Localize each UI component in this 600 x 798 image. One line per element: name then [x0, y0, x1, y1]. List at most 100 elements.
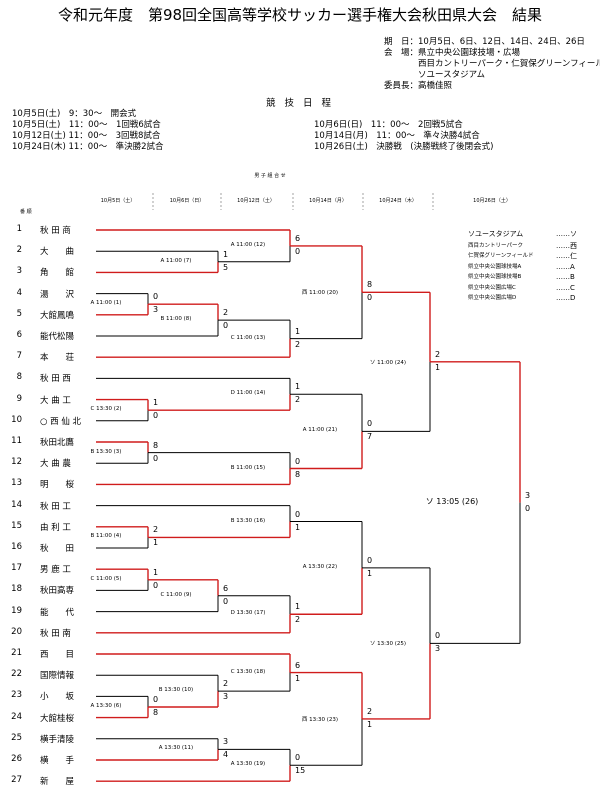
score-bottom: 0	[525, 503, 531, 513]
team-number: 18	[11, 584, 22, 595]
score-bottom: 1	[295, 522, 301, 532]
score-top: 6	[295, 233, 301, 243]
team-number: 14	[11, 499, 22, 510]
score-bottom: 0	[153, 580, 159, 590]
match-label: A 13:30 (19)	[229, 761, 267, 768]
team-name: 大 曲 農	[40, 459, 71, 470]
match-label: C 13:30 (18)	[229, 668, 267, 675]
legend-row: 西目カントリーパーク……西	[468, 241, 583, 252]
team-number: 20	[11, 626, 22, 637]
schedule-item: 10月24日(木) 11：00～ 準決勝2試合	[12, 142, 164, 152]
match-label: A 11:00 (12)	[229, 241, 267, 248]
match-label: D 13:30 (17)	[229, 610, 267, 617]
team-number: 23	[11, 690, 22, 701]
score-top: 2	[153, 525, 159, 535]
bracket-small-title: 男 子 組 合 せ	[254, 173, 286, 179]
team-name: 秋田高専	[40, 586, 75, 597]
score-bottom: 8	[153, 708, 159, 717]
match-label: A 13:30 (22)	[301, 563, 339, 570]
team-name: 能代松陽	[40, 332, 75, 342]
day-header: 10月14日（月）	[309, 198, 347, 204]
score-top: 1	[295, 602, 301, 612]
legend-code: ……D	[556, 294, 576, 302]
match-label: A 13:30 (6)	[89, 703, 123, 709]
schedule-item: 10月12日(土) 11：00～ 3回戦8試合	[12, 131, 161, 141]
schedule-item: 10月14日(月) 11：00～ 準々決勝4試合	[314, 131, 480, 141]
legend-row: 県立中央公園広場C……C	[468, 283, 583, 294]
venue-legend: ソユースタジアム……ソ西目カントリーパーク……西仁賀保グリーンフィールド……仁県…	[468, 229, 583, 304]
match-label: B 11:00 (8)	[159, 316, 193, 323]
team-number: 27	[11, 775, 22, 786]
team-number: 26	[11, 754, 22, 764]
day-header: 10月12日（土）	[237, 198, 275, 204]
score-bottom: 1	[367, 568, 373, 578]
score-top: 0	[367, 419, 373, 429]
match-label: 西 11:00 (20)	[300, 288, 340, 297]
team-number: 19	[11, 605, 22, 616]
match-label: A 11:00 (21)	[301, 427, 339, 434]
team-name: 秋 田 商	[40, 226, 71, 236]
team-name: 男 鹿 工	[40, 565, 71, 576]
team-number: 8	[16, 372, 22, 383]
score-top: 0	[295, 509, 301, 519]
legend-row: 仁賀保グリーンフィールド……仁	[468, 251, 583, 262]
team-name: 角 館	[40, 268, 75, 279]
team-number: 4	[16, 287, 22, 298]
score-top: 6	[295, 660, 301, 670]
legend-venue: 仁賀保グリーンフィールド	[468, 253, 534, 259]
legend-venue: 県立中央公園広場D	[468, 295, 517, 301]
score-top: 0	[435, 631, 441, 641]
score-bottom: 4	[223, 750, 229, 760]
match-label: C 13:30 (2)	[89, 406, 123, 413]
score-top: 8	[153, 440, 159, 450]
team-name: 秋 田	[40, 544, 75, 554]
team-name: 秋田北鷹	[40, 438, 75, 448]
score-bottom: 5	[223, 262, 229, 272]
period-label: 期 日：	[384, 37, 419, 47]
team-name: 大 曲 工	[40, 395, 71, 406]
team-number: 9	[16, 393, 22, 404]
score-bottom: 3	[153, 305, 159, 315]
period-value: 10月5日、6日、12日、14日、24日、26日	[418, 37, 585, 47]
chair-value: 高橋佳照	[418, 81, 453, 91]
score-top: 0	[153, 292, 159, 302]
score-top: 3	[223, 737, 229, 747]
team-number: 17	[11, 563, 22, 574]
team-number: 7	[16, 351, 22, 362]
score-bottom: 8	[295, 469, 301, 479]
score-bottom: 0	[295, 246, 301, 256]
match-label: C 11:00 (9)	[159, 591, 193, 598]
venue-line: 西目カントリーパーク・仁賀保グリーンフィールド	[418, 59, 600, 69]
schedule-item: 10月26日(土) 決勝戦 (決勝戦終了後閉会式)	[314, 142, 494, 152]
team-number: 21	[11, 648, 22, 658]
team-name: 横手清陵	[40, 734, 75, 745]
venue-label: 会 場：	[384, 48, 419, 58]
score-top: 6	[223, 583, 229, 593]
team-number: 10	[11, 414, 22, 425]
legend-code: ……A	[556, 262, 575, 271]
legend-venue: 西目カントリーパーク	[468, 242, 523, 249]
score-bottom: 2	[295, 339, 301, 349]
day-header: 10月6日（日）	[169, 198, 205, 204]
legend-row: 県立中央公園球技場A ……A	[468, 262, 583, 273]
team-number: 22	[11, 669, 22, 680]
score-bottom: 0	[223, 596, 229, 606]
team-number: 15	[11, 520, 22, 531]
team-number: 2	[16, 245, 22, 256]
score-bottom: 0	[153, 453, 159, 463]
score-bottom: 2	[295, 615, 301, 625]
match-label: A 11:00 (7)	[159, 257, 193, 264]
score-bottom: 1	[367, 719, 373, 729]
match-label: 西 13:30 (23)	[300, 714, 340, 723]
schedule-item: 10月5日(土) 11：00～ 1回戦6試合	[12, 120, 161, 130]
schedule-heading: 競 技 日 程	[265, 98, 335, 109]
tournament-info: 期 日：10月5日、6日、12日、14日、24日、26日 会 場：県立中央公園球…	[384, 37, 600, 92]
score-bottom: 0	[223, 321, 229, 331]
score-top: 2	[435, 349, 441, 359]
team-name: 能 代	[40, 607, 75, 618]
match-label: B 13:30 (3)	[89, 448, 123, 455]
legend-venue: ソユースタジアム	[468, 230, 524, 238]
schedule-left: 10月5日(土) 9：30～ 開会式 10月5日(土) 11：00～ 1回戦6試…	[12, 109, 164, 153]
legend-venue: 県立中央公園球技場A	[468, 263, 522, 270]
score-top: 2	[367, 706, 373, 716]
